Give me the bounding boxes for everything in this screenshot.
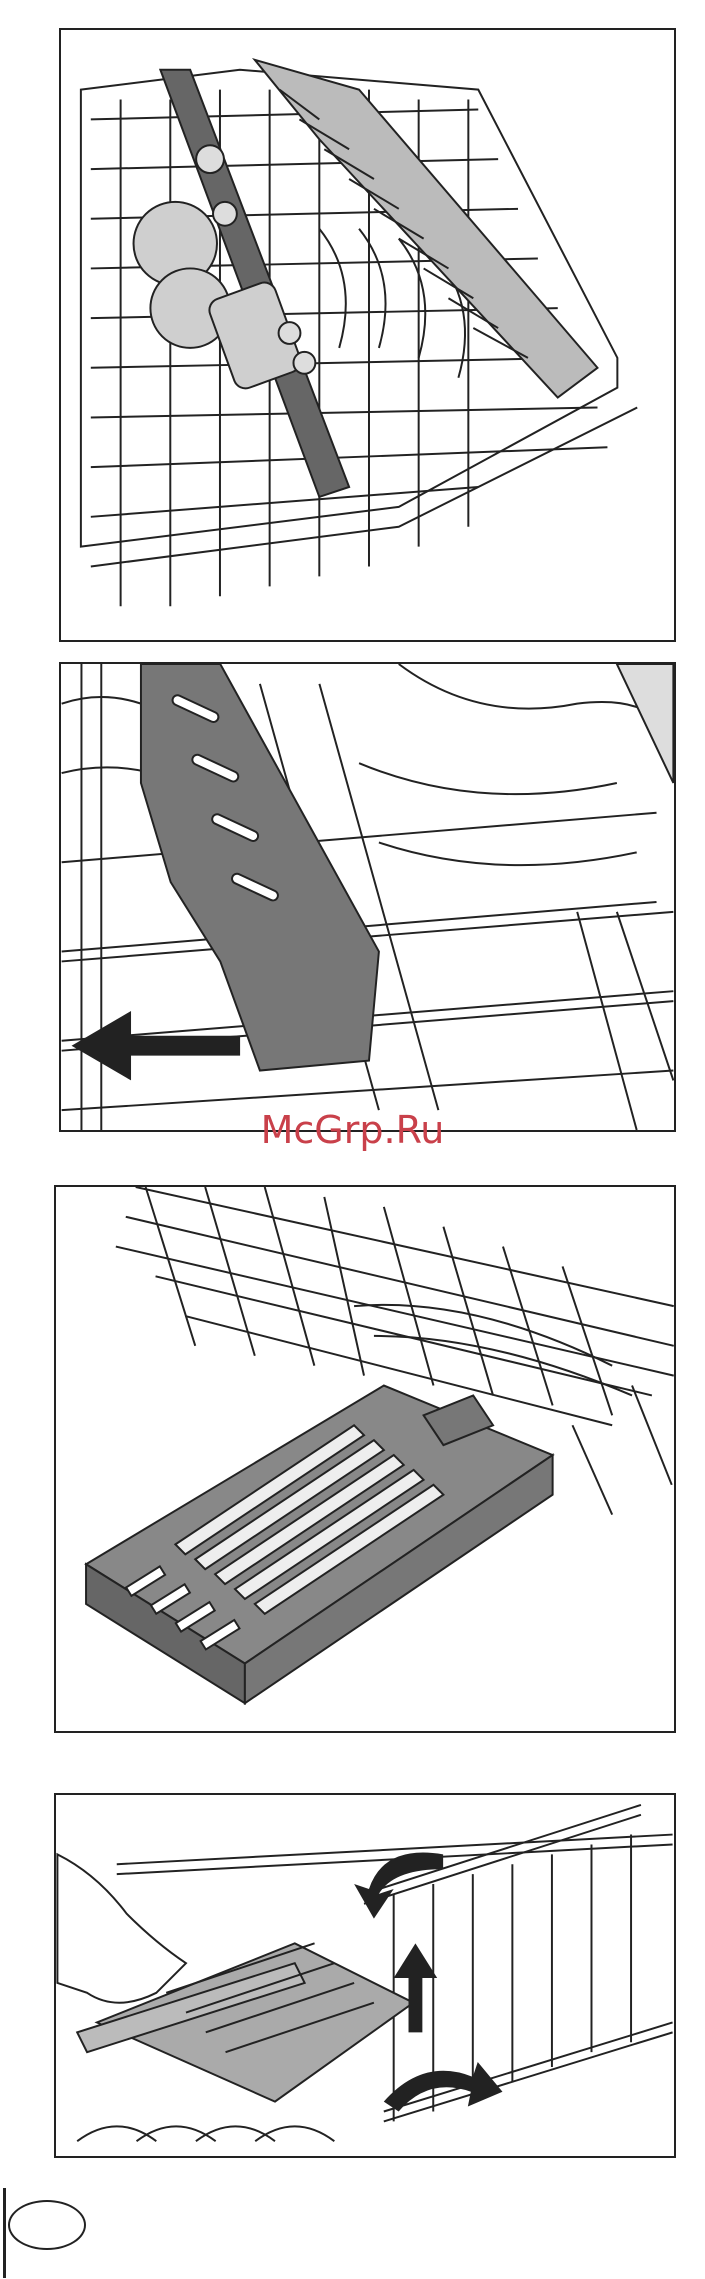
figure-rack-cups xyxy=(59,28,676,642)
cutlery-tray-illustration xyxy=(56,1187,674,1731)
figure-holder-slide xyxy=(59,662,676,1132)
hand-adjust-illustration xyxy=(56,1795,674,2156)
holder-slide-illustration xyxy=(61,664,674,1130)
figure-cutlery-tray xyxy=(54,1185,676,1733)
rack-cups-illustration xyxy=(61,30,674,640)
figure-hand-adjust xyxy=(54,1793,676,2158)
page-number-oval xyxy=(8,2200,86,2250)
page-edge-bar xyxy=(3,2188,6,2278)
watermark: McGrp.Ru xyxy=(0,1108,705,1152)
